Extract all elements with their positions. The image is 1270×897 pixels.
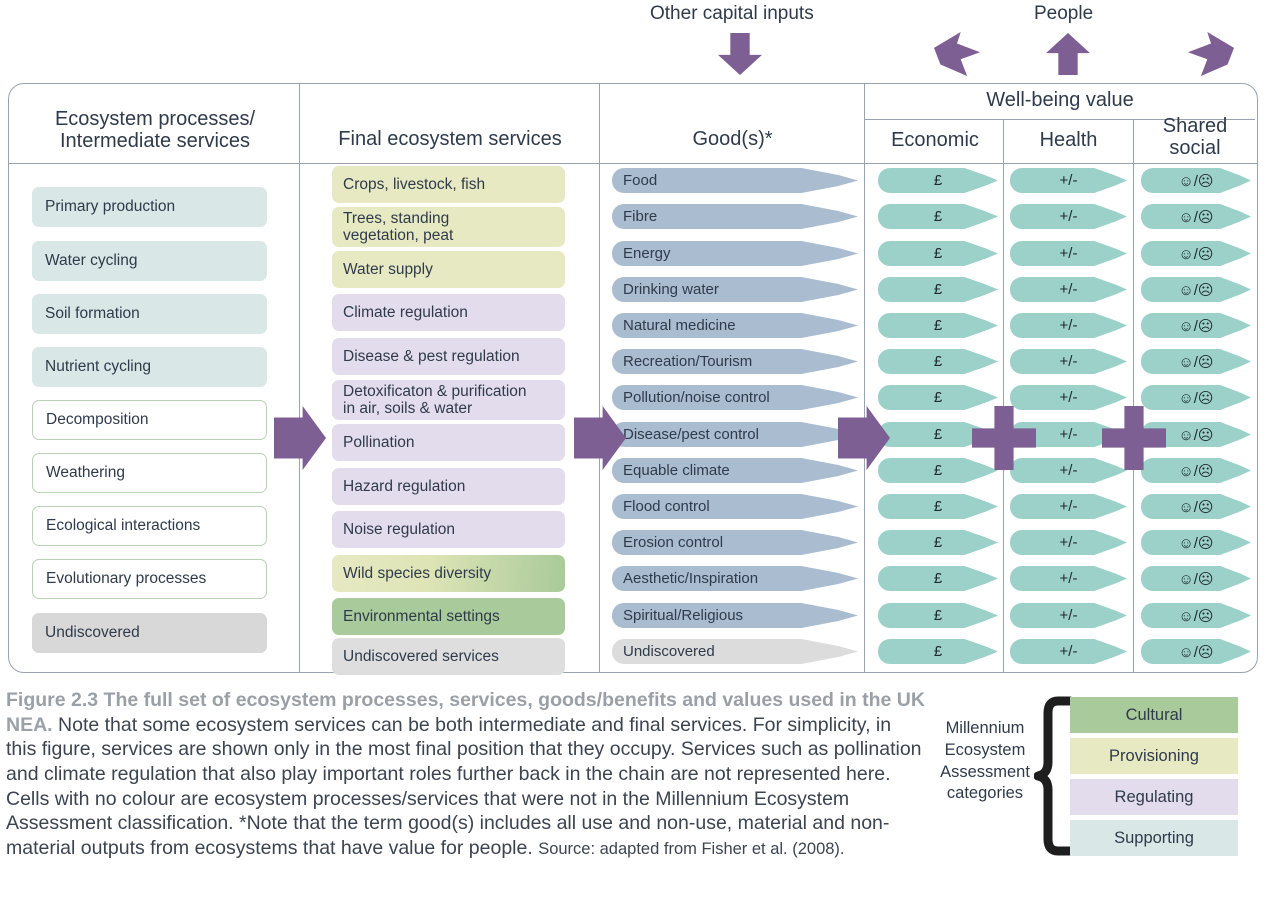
column-header-wellbeing-group: Well-being value: [986, 89, 1134, 111]
final-service-cell[interactable]: Detoxificaton & purification in air, soi…: [332, 380, 565, 420]
arrow-down-left-icon: [934, 32, 980, 76]
intermediate-service-cell[interactable]: Weathering: [32, 453, 267, 493]
good-pill[interactable]: Natural medicine: [612, 313, 858, 338]
intermediate-service-cell[interactable]: Undiscovered: [32, 613, 267, 653]
column-header-intermediate-line1: Ecosystem processes/: [54, 108, 256, 130]
good-pill[interactable]: Fibre: [612, 204, 858, 229]
arrow-down-icon: [718, 33, 762, 75]
brace-icon: [1034, 696, 1074, 856]
legend-title-line: Ecosystem: [944, 740, 1026, 759]
intermediate-service-cell[interactable]: Decomposition: [32, 400, 267, 440]
good-pill[interactable]: Aesthetic/Inspiration: [612, 566, 858, 591]
legend-title-line: categories: [946, 784, 1024, 803]
legend-item-provisioning[interactable]: Provisioning: [1070, 738, 1238, 774]
top-label-people: People: [1034, 3, 1094, 24]
final-service-cell[interactable]: Pollination: [332, 424, 565, 461]
final-service-cell[interactable]: Disease & pest regulation: [332, 338, 565, 375]
good-pill[interactable]: Pollution/noise control: [612, 385, 858, 410]
good-pill[interactable]: Disease/pest control: [612, 422, 858, 447]
legend-item-cultural[interactable]: Cultural: [1070, 697, 1238, 733]
column-divider-4: [1003, 119, 1005, 672]
intermediate-service-cell[interactable]: Evolutionary processes: [32, 559, 267, 599]
column-divider-2: [599, 84, 601, 672]
good-pill[interactable]: Undiscovered: [612, 639, 858, 664]
final-service-cell[interactable]: Noise regulation: [332, 511, 565, 548]
header-underline: [9, 163, 1257, 165]
column-divider-3: [864, 84, 866, 672]
column-header-goods: Good(s)*: [692, 128, 773, 150]
column-header-economic: Economic: [891, 129, 979, 151]
final-service-cell[interactable]: Climate regulation: [332, 294, 565, 331]
legend-title-line: Millennium: [945, 719, 1025, 737]
legend-title-line: Assessment: [940, 762, 1030, 781]
legend: Millennium Ecosystem Assessment categori…: [930, 694, 1260, 859]
good-pill[interactable]: Energy: [612, 241, 858, 266]
figure-caption: Figure 2.3 The full set of ecosystem pro…: [6, 688, 926, 861]
column-header-intermediate: Ecosystem processes/ Intermediate servic…: [20, 108, 290, 153]
good-pill[interactable]: Drinking water: [612, 277, 858, 302]
final-service-cell[interactable]: Trees, standing vegetation, peat: [332, 207, 565, 247]
top-label-other-capital-inputs: Other capital inputs: [650, 3, 814, 24]
arrow-down-right-icon: [1188, 32, 1234, 76]
good-pill[interactable]: Flood control: [612, 494, 858, 519]
good-pill[interactable]: Erosion control: [612, 530, 858, 555]
final-service-cell[interactable]: Wild species diversity: [332, 555, 565, 592]
column-divider-1: [299, 84, 301, 672]
good-pill[interactable]: Recreation/Tourism: [612, 349, 858, 374]
caption-body: Note that some ecosystem services can be…: [6, 713, 922, 859]
intermediate-service-cell[interactable]: Soil formation: [32, 294, 267, 334]
column-header-shared-social-line1: Shared: [1162, 115, 1228, 137]
final-service-cell[interactable]: Hazard regulation: [332, 468, 565, 505]
final-service-cell[interactable]: Environmental settings: [332, 598, 565, 635]
column-header-shared-social: Shared social: [1137, 115, 1253, 160]
legend-item-regulating[interactable]: Regulating: [1070, 779, 1238, 815]
final-service-cell[interactable]: Crops, livestock, fish: [332, 166, 565, 203]
arrow-up-icon: [1046, 33, 1090, 75]
legend-title: Millennium Ecosystem Assessment categori…: [930, 718, 1040, 805]
column-header-health: Health: [1039, 129, 1098, 151]
intermediate-service-cell[interactable]: Water cycling: [32, 241, 267, 281]
final-service-cell[interactable]: Undiscovered services: [332, 638, 565, 675]
column-header-shared-social-line2: social: [1169, 137, 1221, 160]
good-pill[interactable]: Equable climate: [612, 458, 858, 483]
caption-bold: Figure 2.3 The full set of ecosystem pro…: [6, 689, 925, 736]
column-header-final-services: Final ecosystem services: [338, 128, 562, 150]
legend-item-supporting[interactable]: Supporting: [1070, 820, 1238, 856]
good-pill[interactable]: Food: [612, 168, 858, 193]
intermediate-service-cell[interactable]: Primary production: [32, 187, 267, 227]
intermediate-service-cell[interactable]: Ecological interactions: [32, 506, 267, 546]
final-service-cell[interactable]: Water supply: [332, 251, 565, 288]
column-divider-5: [1133, 119, 1135, 672]
column-header-intermediate-line2: Intermediate services: [59, 130, 251, 153]
caption-source: Source: adapted from Fisher et al. (2008…: [538, 839, 845, 858]
wellbeing-group-underline: [864, 119, 1255, 121]
intermediate-service-cell[interactable]: Nutrient cycling: [32, 347, 267, 387]
good-pill[interactable]: Spiritual/Religious: [612, 603, 858, 628]
